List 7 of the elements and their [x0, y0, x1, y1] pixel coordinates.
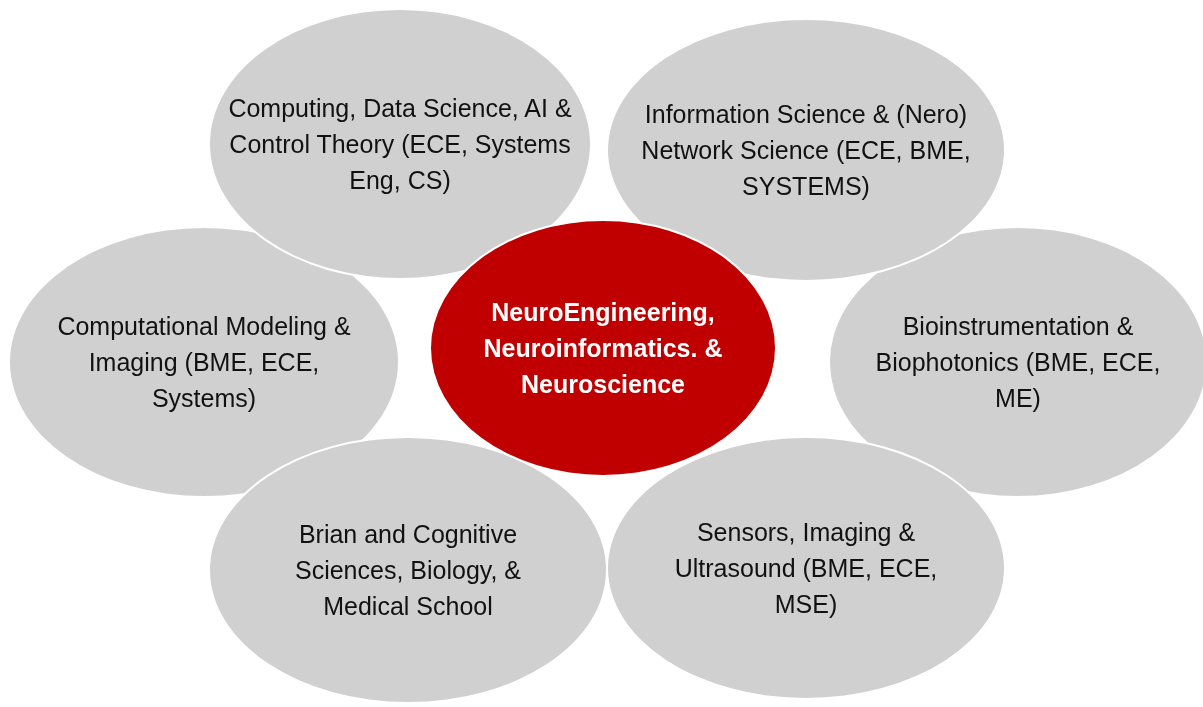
ellipse-label: Bioinstrumentation & Biophotonics (BME, ECE, ME)	[874, 310, 1162, 415]
ellipse-label: Information Science & (Nero) Network Science (ECE, BME, SYSTEMS)	[640, 98, 972, 203]
ellipse-label: Sensors, Imaging & Ultrasound (BME, ECE, MSE)	[673, 516, 939, 621]
ellipse-label: Computational Modeling & Imaging (BME, ECE, Systems)	[56, 310, 352, 415]
ellipse-label: NeuroEngineering, Neuroinformatics. & Neuroscience	[482, 296, 724, 401]
ellipse-label: Computing, Data Science, AI & Control Theory (ECE, Systems Eng, CS)	[227, 92, 573, 197]
ellipse-label: Brian and Cognitive Sciences, Biology, & Medical School	[293, 518, 522, 623]
